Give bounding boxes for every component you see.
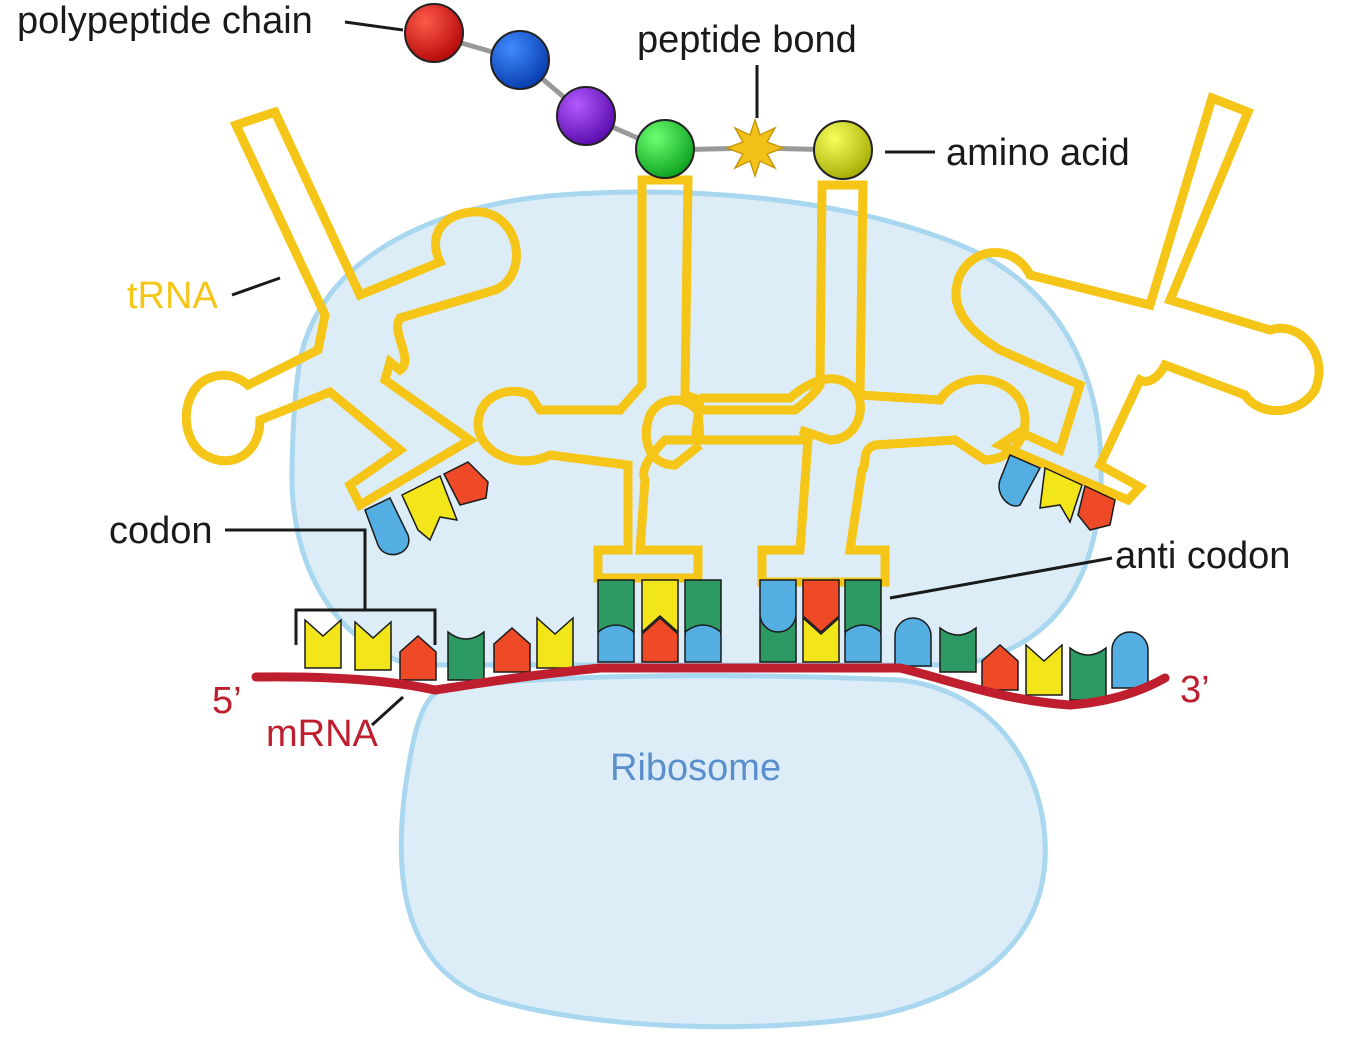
label-amino-acid: amino acid xyxy=(946,132,1130,174)
mrna-base-red xyxy=(641,616,679,663)
label-peptide-bond: peptide bond xyxy=(637,19,857,61)
label-polypeptide-chain: polypeptide chain xyxy=(17,0,313,42)
trna-right xyxy=(951,92,1324,506)
anticodon-base-green xyxy=(844,579,882,634)
anticodon-base-green xyxy=(597,579,635,634)
label-three-prime: 3’ xyxy=(1180,669,1210,711)
trna-right-bases xyxy=(998,454,1116,531)
leader-lines xyxy=(231,20,1113,727)
polypeptide xyxy=(404,3,873,180)
trna-right-base-yellow xyxy=(1039,466,1083,524)
trna-left-base-yellow xyxy=(401,474,459,542)
label-trna: tRNA xyxy=(127,275,218,317)
mrna-base-blue xyxy=(1111,631,1149,689)
trna-right-base-red xyxy=(1077,484,1116,531)
anticodon-base-red xyxy=(802,579,840,634)
amino-acid-green xyxy=(635,119,695,179)
trna-right-base-blue xyxy=(998,454,1042,507)
mrna-base-blue xyxy=(894,617,932,667)
amino-acid-purple xyxy=(556,86,616,146)
label-five-prime: 5’ xyxy=(212,680,242,722)
mrna-base-red xyxy=(981,643,1019,691)
label-codon: codon xyxy=(109,510,213,552)
mrna-base-red xyxy=(399,634,437,681)
amino-acid-red xyxy=(404,3,464,63)
trna-middle-p xyxy=(473,175,705,583)
anticodon-base-green xyxy=(684,579,722,634)
mrna-base-yellow xyxy=(802,616,840,663)
amino-acid-blue xyxy=(490,30,550,90)
trna-left-bases xyxy=(364,461,489,556)
label-mrna: mRNA xyxy=(266,713,379,755)
anticodon-bases xyxy=(597,579,882,634)
peptide-bond-star xyxy=(724,117,786,179)
mrna-base-yellow xyxy=(304,618,342,669)
trna-left-base-red xyxy=(442,461,489,506)
mrna-base-yellow xyxy=(1025,643,1063,696)
anticodon-base-blue xyxy=(759,579,797,633)
trna-middle-a xyxy=(693,180,1030,587)
trna-left xyxy=(181,106,521,512)
codon-bracket xyxy=(225,528,437,645)
mrna-base-green xyxy=(939,626,977,673)
mrna-base-red xyxy=(493,626,531,673)
mrna-strand xyxy=(251,663,1170,710)
mrna-base-green xyxy=(1069,646,1107,701)
trna-left-base-blue xyxy=(364,497,410,556)
label-anti-codon: anti codon xyxy=(1115,535,1290,577)
amino-acid-yellow xyxy=(813,120,873,180)
label-ribosome: Ribosome xyxy=(610,747,781,789)
mrna-base-yellow xyxy=(354,620,392,671)
ribosome-small-subunit xyxy=(398,673,1048,1030)
anticodon-base-yellow xyxy=(641,579,679,634)
mrna-base-green xyxy=(447,630,485,681)
